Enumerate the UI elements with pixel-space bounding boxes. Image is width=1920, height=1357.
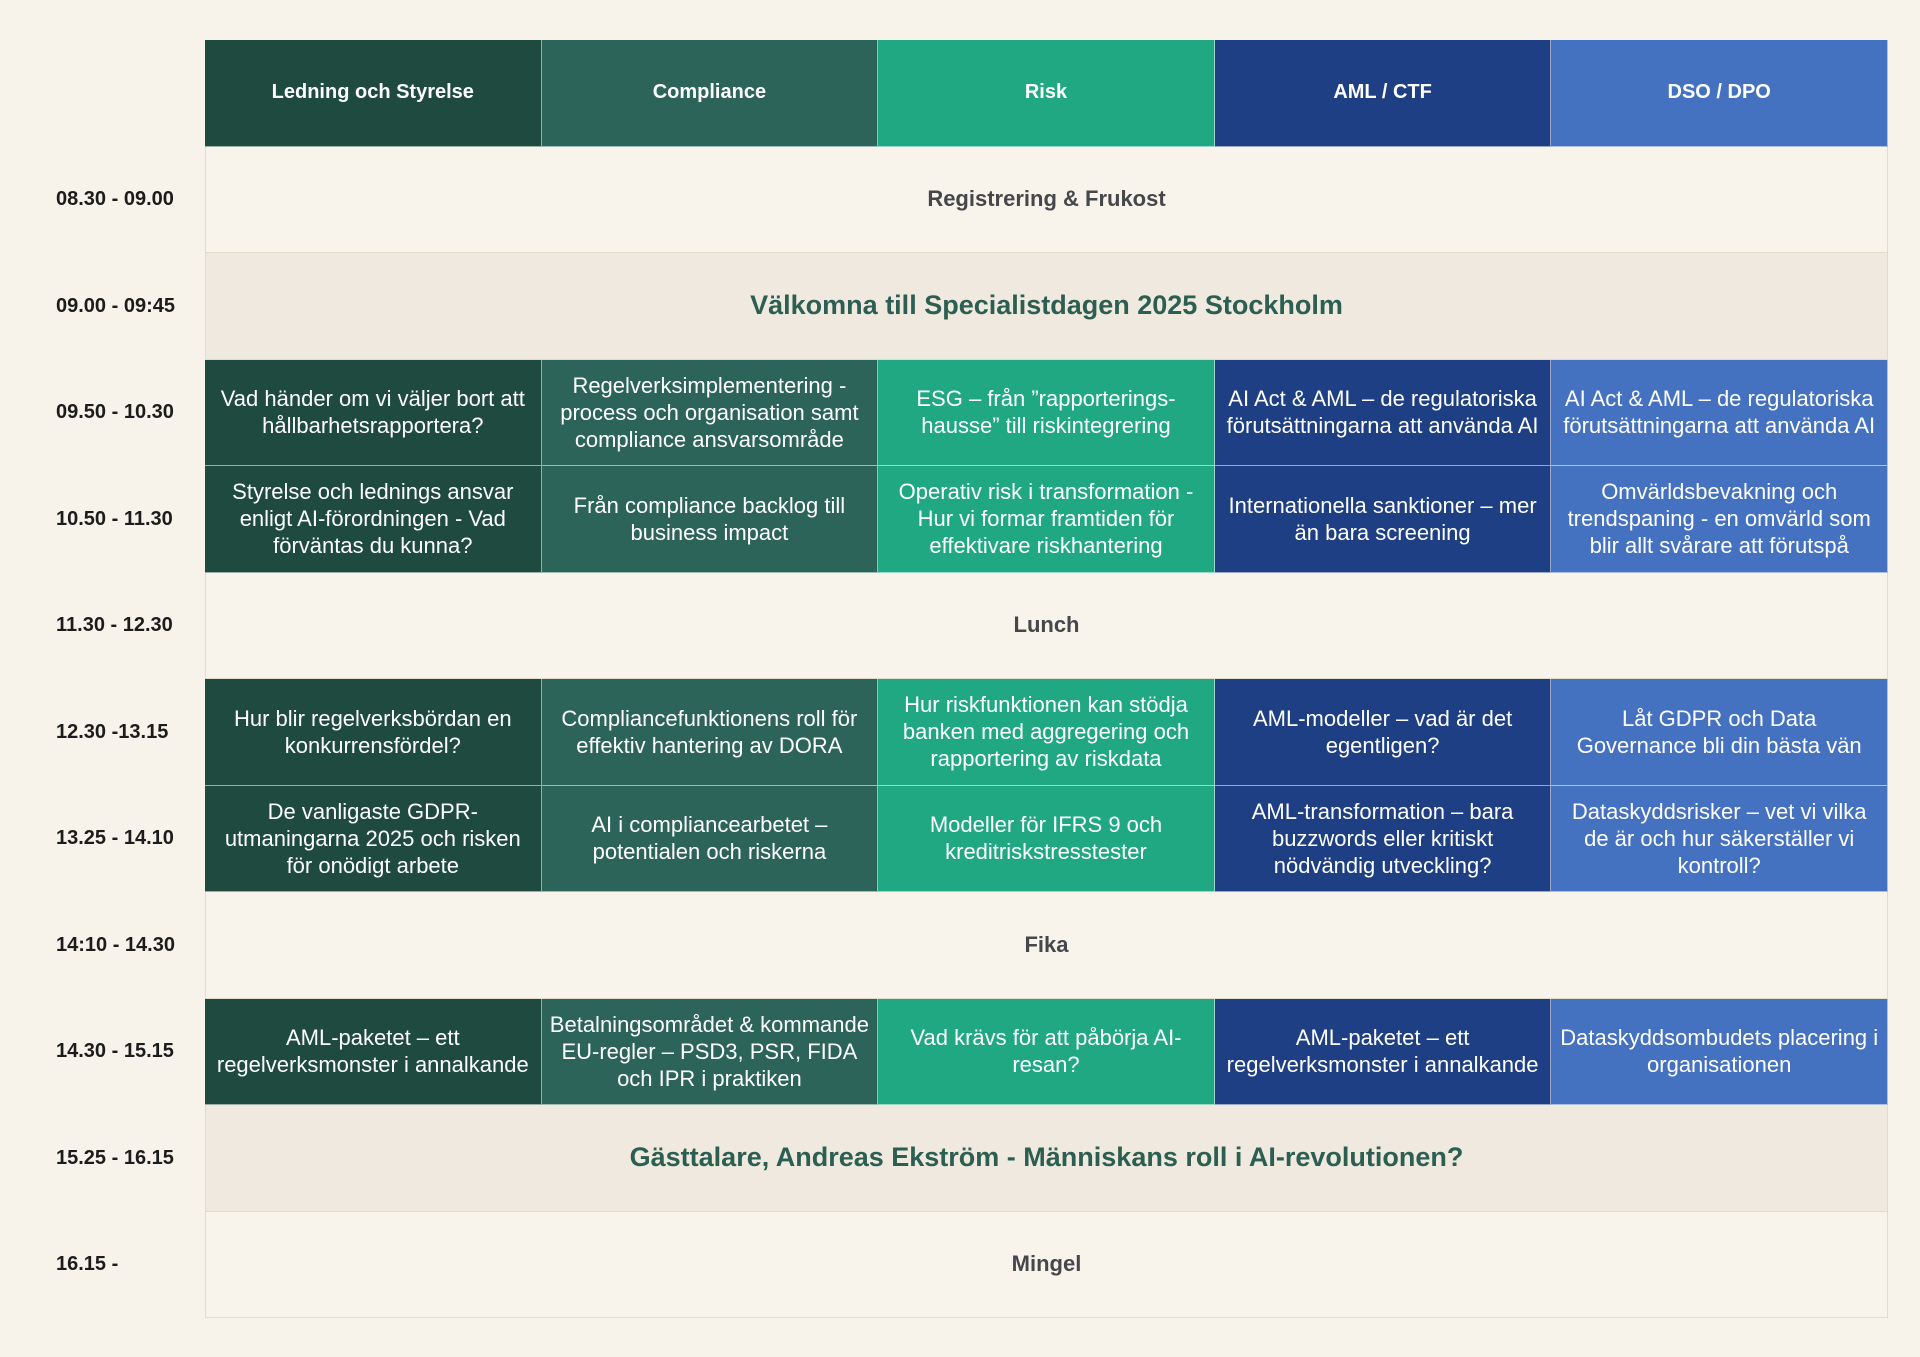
session-cell: Regelverksimplementering - process och o… — [541, 359, 879, 466]
slot-gasttalare: Gästtalare, Andreas Ekström - Människans… — [205, 1105, 1888, 1212]
column-header-compliance: Compliance — [541, 40, 879, 147]
time-label: 10.50 - 11.30 — [56, 507, 173, 530]
session-cell: Vad händer om vi väljer bort att hållbar… — [205, 359, 542, 466]
slot-lunch: Lunch — [205, 572, 1888, 679]
session-cell: Operativ risk i transformation - Hur vi … — [878, 466, 1215, 573]
session-cell: Betalningsområdet & kommande EU-regler –… — [541, 998, 879, 1105]
session-cell: AML-transformation – bara buzzwords elle… — [1214, 785, 1552, 892]
session-cell: Internationella sanktioner – mer än bara… — [1214, 466, 1552, 573]
time-label: 12.30 -13.15 — [56, 720, 169, 743]
schedule-grid: Ledning och Styrelse Compliance Risk AML… — [205, 40, 1888, 1318]
session-cell: AML-paketet – ett regelverksmonster i an… — [1214, 998, 1552, 1105]
session-cell: Hur blir regelverksbördan en konkurrensf… — [205, 679, 542, 786]
time-label: 13.25 - 14.10 — [56, 827, 174, 850]
time-label: 16.15 - — [56, 1253, 119, 1276]
session-cell: ESG – från ”rapporterings-hausse” till r… — [878, 359, 1215, 466]
slot-mingel: Mingel — [205, 1211, 1888, 1318]
time-label: 09.00 - 09:45 — [56, 294, 175, 317]
session-cell: Modeller för IFRS 9 och kreditriskstress… — [878, 785, 1215, 892]
slot-fika: Fika — [205, 892, 1888, 999]
slot-valkomna: Välkomna till Specialistdagen 2025 Stock… — [205, 253, 1888, 360]
time-label: 14:10 - 14.30 — [56, 933, 175, 956]
session-cell: AI Act & AML – de regulatoriska förutsät… — [1214, 359, 1552, 466]
session-cell: Låt GDPR och Data Governance bli din bäs… — [1551, 679, 1888, 786]
column-header-aml: AML / CTF — [1214, 40, 1552, 147]
session-cell: Styrelse och lednings ansvar enligt AI-f… — [205, 466, 542, 573]
session-cell: AML-modeller – vad är det egentligen? — [1214, 679, 1552, 786]
session-cell: Compliancefunktionens roll för effektiv … — [541, 679, 879, 786]
time-label: 09.50 - 10.30 — [56, 401, 174, 424]
session-cell: Omvärldsbevakning och trendspaning - en … — [1551, 466, 1888, 573]
session-cell: Från compliance backlog till business im… — [541, 466, 879, 573]
session-cell: AML-paketet – ett regelverksmonster i an… — [205, 998, 542, 1105]
session-cell: AI i compliancearbetet – potentialen och… — [541, 785, 879, 892]
session-cell: AI Act & AML – de regulatoriska förutsät… — [1551, 359, 1888, 466]
column-header-ledning: Ledning och Styrelse — [205, 40, 542, 147]
column-header-risk: Risk — [878, 40, 1215, 147]
session-cell: Hur riskfunktionen kan stödja banken med… — [878, 679, 1215, 786]
time-label: 11.30 - 12.30 — [56, 614, 173, 637]
time-column: 08.30 - 09.00 09.00 - 09:45 09.50 - 10.3… — [0, 147, 205, 1319]
time-label: 14.30 - 15.15 — [56, 1040, 174, 1063]
column-header-dso: DSO / DPO — [1551, 40, 1888, 147]
slot-registrering: Registrering & Frukost — [205, 146, 1888, 253]
time-label: 15.25 - 16.15 — [56, 1146, 174, 1169]
session-cell: Dataskyddsrisker – vet vi vilka de är oc… — [1551, 785, 1888, 892]
session-cell: Dataskyddsombudets placering i organisat… — [1551, 998, 1888, 1105]
session-cell: De vanligaste GDPR-utmaningarna 2025 och… — [205, 785, 542, 892]
time-label: 08.30 - 09.00 — [56, 188, 174, 211]
session-cell: Vad krävs för att påbörja AI- resan? — [878, 998, 1215, 1105]
